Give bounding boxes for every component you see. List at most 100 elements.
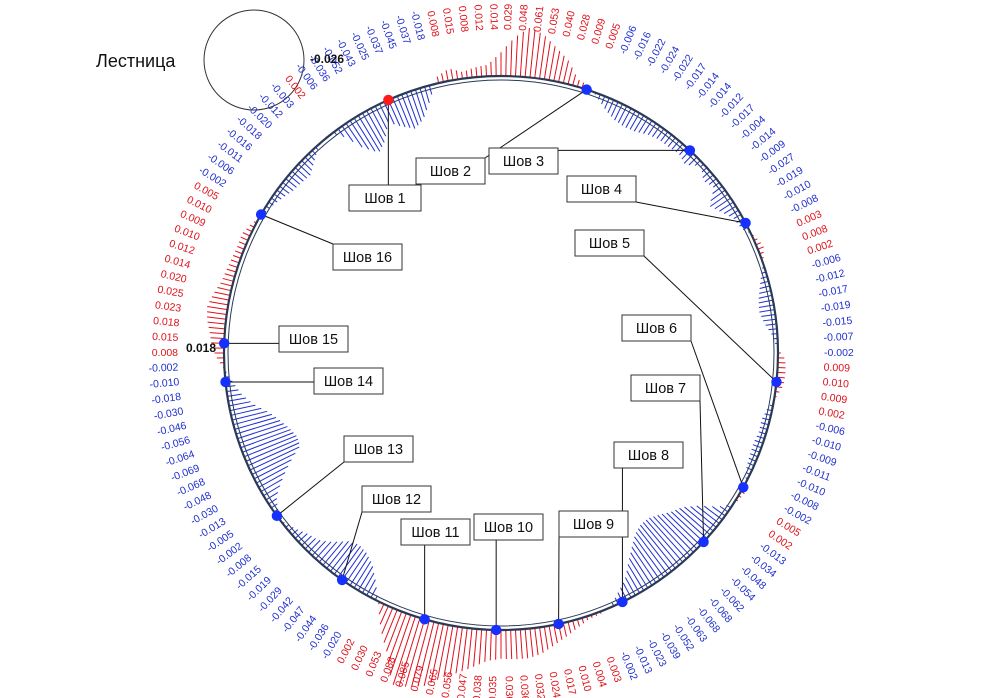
deviation-spike: [227, 393, 242, 397]
deviation-spike: [510, 629, 513, 660]
deviation-spike: [764, 413, 772, 416]
seam-label-text: Шов 16: [343, 250, 392, 266]
seam-label-14[interactable]: Шов 14: [313, 367, 384, 395]
deviation-spike: [647, 123, 657, 136]
seam-marker[interactable]: [617, 596, 628, 608]
deviation-spike: [728, 209, 739, 217]
seam-label-box: [613, 441, 684, 469]
deviation-spike: [610, 101, 619, 117]
deviation-spike: [637, 528, 672, 572]
seam-marker[interactable]: [581, 84, 592, 95]
deviation-value: 0.038: [471, 675, 485, 698]
deviation-spike: [759, 309, 775, 313]
deviation-spike: [217, 287, 232, 292]
deviation-spike: [233, 413, 272, 426]
deviation-spike: [322, 541, 344, 566]
deviation-spike: [761, 313, 776, 317]
deviation-spike: [667, 137, 676, 147]
deviation-spike: [710, 189, 726, 201]
seam-marker[interactable]: [771, 376, 782, 388]
seam-label-text: Шов 2: [430, 164, 471, 180]
seam-leader-line: [260, 214, 334, 245]
deviation-spike: [664, 134, 672, 145]
deviation-spike: [353, 561, 372, 589]
seam-marker[interactable]: [490, 624, 502, 636]
seam-label-8[interactable]: Шов 8: [613, 441, 684, 469]
seam-label-12[interactable]: Шов 12: [361, 485, 432, 513]
deviation-spike: [620, 587, 628, 601]
seam-marker[interactable]: [218, 338, 230, 349]
seam-marker[interactable]: [419, 614, 430, 625]
seam-label-6[interactable]: Шов 6: [621, 314, 692, 342]
deviation-spike: [543, 626, 549, 650]
seam-label-box: [473, 513, 544, 541]
seam-marker[interactable]: [336, 574, 348, 586]
deviation-value: 0.017: [561, 668, 578, 696]
seam-label-9[interactable]: Шов 9: [558, 510, 629, 538]
seam-label-11[interactable]: Шов 11: [400, 518, 471, 546]
deviation-spike: [777, 371, 786, 374]
deviation-spike: [210, 337, 225, 340]
deviation-value: -0.002: [824, 347, 854, 359]
deviation-spike: [576, 79, 580, 87]
deviation-spike: [514, 629, 518, 660]
seam-marker[interactable]: [738, 482, 749, 493]
seam-label-5[interactable]: Шов 5: [574, 229, 645, 257]
deviation-spike: [362, 112, 383, 148]
deviation-spike: [207, 311, 227, 315]
seam-label-2[interactable]: Шов 2: [415, 157, 486, 185]
seam-label-13[interactable]: Шов 13: [343, 435, 414, 463]
deviation-spike: [465, 70, 468, 79]
deviation-spike: [209, 332, 225, 335]
deviation-value: -0.002: [148, 361, 178, 374]
seam-label-16[interactable]: Шов 16: [332, 243, 403, 271]
deviation-spike: [683, 153, 694, 164]
deviation-value: 0.040: [561, 10, 578, 38]
seam-marker[interactable]: [220, 376, 231, 388]
deviation-spike: [222, 277, 234, 282]
deviation-spike: [304, 156, 314, 166]
deviation-spike: [308, 539, 321, 553]
deviation-spike: [624, 577, 636, 596]
deviation-spike: [485, 65, 488, 77]
deviation-spike: [330, 542, 354, 572]
deviation-spike: [489, 629, 492, 661]
deviation-spike: [723, 205, 737, 214]
seam-label-1[interactable]: Шов 1: [348, 184, 422, 212]
deviation-spike: [362, 572, 375, 594]
deviation-spike: [708, 178, 717, 185]
seam-leader-line: [341, 511, 363, 581]
deviation-spike: [276, 189, 286, 197]
deviation-value: -0.017: [818, 283, 850, 300]
deviation-spike: [315, 541, 332, 560]
seam-marker[interactable]: [553, 618, 564, 630]
deviation-spike: [240, 236, 249, 241]
deviation-spike: [607, 99, 615, 114]
seam-label-7[interactable]: Шов 7: [630, 374, 701, 402]
seam-label-15[interactable]: Шов 15: [278, 325, 349, 353]
deviation-spike: [237, 423, 284, 440]
seam-marker[interactable]: [740, 217, 751, 229]
deviation-spike: [381, 607, 394, 635]
seam-marker[interactable]: [383, 94, 394, 106]
seam-marker[interactable]: [684, 145, 696, 156]
deviation-spike: [230, 259, 240, 264]
seam-label-3[interactable]: Шов 3: [488, 147, 559, 175]
deviation-spike: [238, 241, 247, 246]
deviation-spike: [341, 125, 354, 143]
seam-marker[interactable]: [271, 510, 283, 522]
deviation-spike: [396, 95, 411, 128]
seam-marker[interactable]: [698, 536, 709, 548]
seam-marker[interactable]: [255, 209, 267, 220]
deviation-spike: [423, 622, 440, 686]
seam-label-4[interactable]: Шов 4: [566, 175, 637, 203]
deviation-spike: [345, 123, 363, 148]
deviation-spike: [543, 41, 551, 80]
seam-label-10[interactable]: Шов 10: [473, 513, 544, 541]
deviation-spike: [572, 74, 577, 86]
deviation-spike: [460, 71, 463, 79]
deviation-spike: [629, 112, 640, 130]
deviation-value: 0.015: [152, 331, 179, 344]
deviation-spike: [265, 491, 279, 501]
deviation-spike: [638, 117, 649, 133]
